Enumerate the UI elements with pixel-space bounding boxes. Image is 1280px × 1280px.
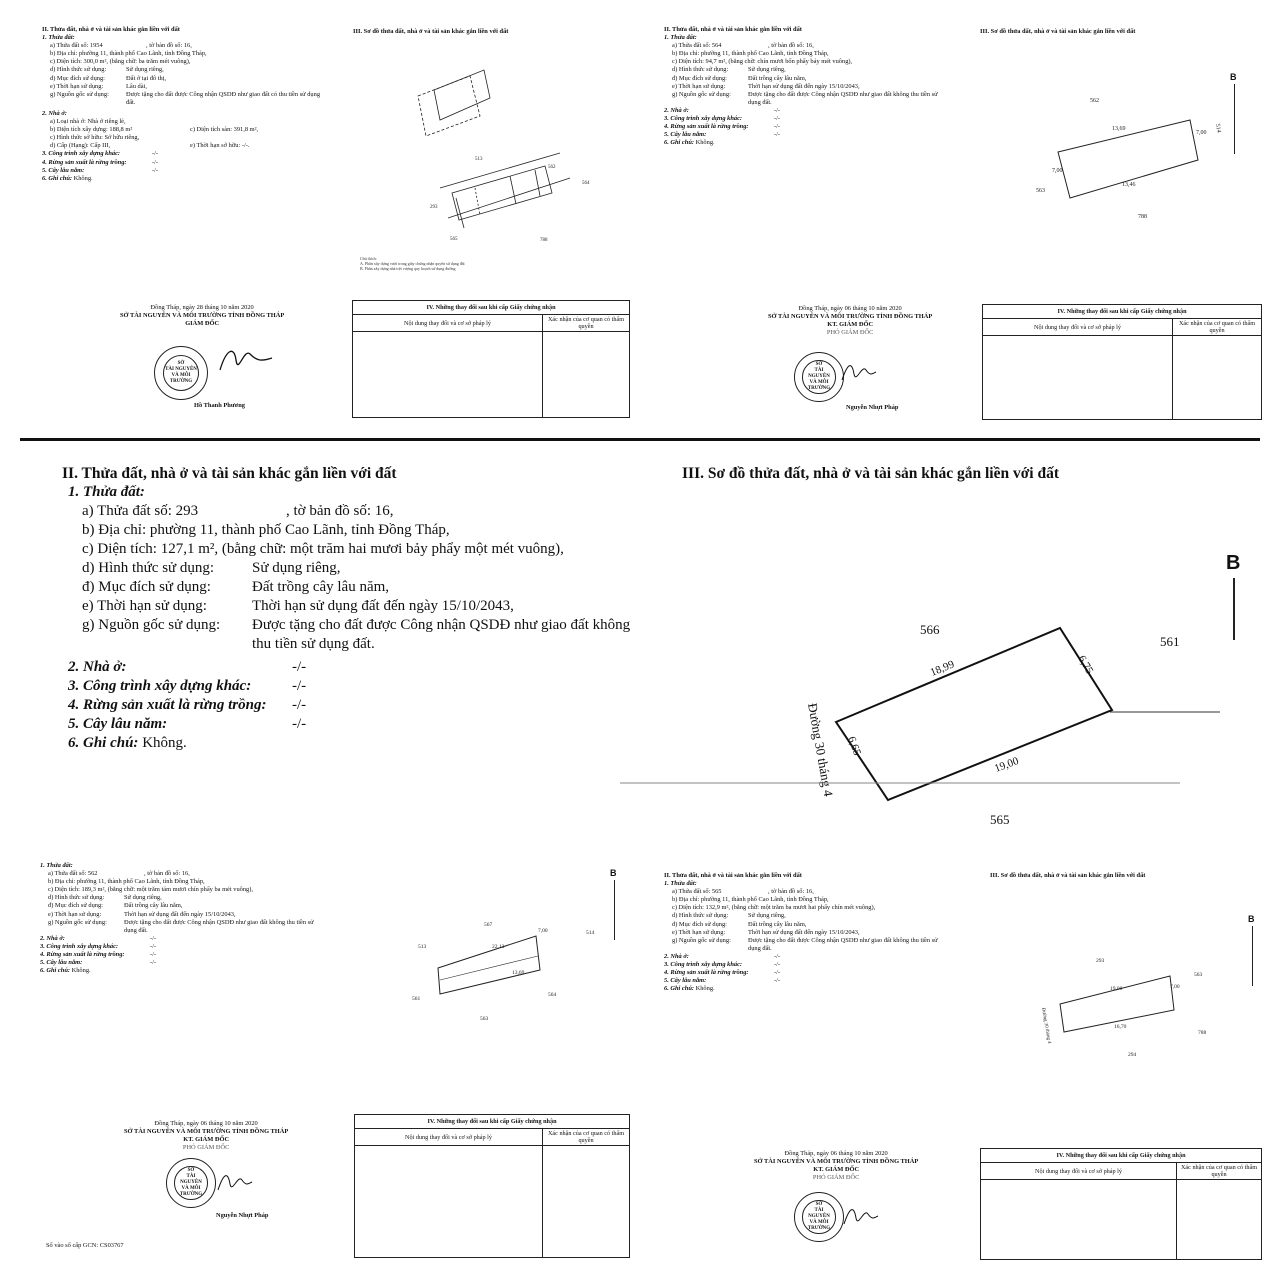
- certificate-293: II. Thửa đất, nhà ở và tài sản khác gắn …: [20, 444, 1262, 848]
- svg-text:567: 567: [484, 922, 493, 928]
- signature-mark: [217, 1175, 253, 1191]
- plan-label-513: 513: [475, 157, 483, 162]
- svg-text:563: 563: [1194, 972, 1203, 978]
- signer-name: Hồ Thanh Phương: [194, 402, 245, 409]
- svg-text:6,65: 6,65: [845, 735, 863, 758]
- signature-mark: [219, 350, 273, 371]
- changes-table: IV. Những thay đổi sau khi cấp Giấy chứn…: [980, 1148, 1262, 1260]
- svg-text:294: 294: [1128, 1052, 1137, 1058]
- svg-text:566: 566: [920, 622, 940, 637]
- svg-text:563: 563: [1036, 188, 1045, 194]
- plan-label-788: 788: [540, 238, 548, 243]
- serial-number: Số vào sổ cấp GCN: CS03767: [46, 1242, 124, 1249]
- signature-block: Đồng Tháp, ngày 28 tháng 10 năm 2020 SỞ …: [120, 304, 285, 327]
- svg-text:562: 562: [1090, 98, 1099, 104]
- certificate-1954: II. Thửa đất, nhà ở và tài sản khác gắn …: [20, 18, 632, 420]
- item-land: 1. Thửa đất:: [42, 34, 75, 42]
- land-plan-1954: 513 562 564 293 565 788: [417, 69, 590, 243]
- certificate-562: 1. Thửa đất: a) Thửa đất số: 562, tờ bản…: [20, 858, 632, 1262]
- svg-text:Đường 30 tháng 4: Đường 30 tháng 4: [1040, 1007, 1051, 1044]
- svg-text:513: 513: [418, 944, 427, 950]
- svg-text:19,00: 19,00: [1110, 986, 1123, 992]
- plan-label-293: 293: [430, 205, 438, 210]
- north-arrow: B: [610, 868, 617, 878]
- land-info-1954: II. Thửa đất, nhà ở và tài sản khác gắn …: [42, 26, 342, 183]
- svg-text:565: 565: [990, 812, 1010, 827]
- north-arrow: B: [1226, 552, 1241, 574]
- signature-mark: [841, 365, 877, 381]
- svg-text:561: 561: [412, 996, 421, 1002]
- svg-text:561: 561: [1160, 634, 1180, 649]
- svg-text:564: 564: [548, 992, 557, 998]
- svg-text:7,00: 7,00: [1052, 168, 1063, 174]
- svg-text:13,46: 13,46: [1122, 182, 1136, 188]
- svg-text:293: 293: [1096, 958, 1105, 964]
- svg-text:514: 514: [586, 930, 595, 936]
- certificate-564: II. Thửa đất, nhà ở và tài sản khác gắn …: [650, 18, 1262, 420]
- plan-label-565: 565: [450, 237, 458, 242]
- svg-text:22,13: 22,13: [492, 944, 505, 950]
- land-plan-293: 566 561 565 18,99 6,75 6,65 19,00 Đường …: [805, 622, 1220, 827]
- changes-table: IV. Những thay đổi sau khi cấp Giấy chứn…: [352, 300, 630, 418]
- svg-text:7,00: 7,00: [538, 928, 548, 934]
- section-3-title: III. Sơ đồ thửa đất, nhà ở và tài sản kh…: [682, 465, 1060, 482]
- north-arrow: B: [1230, 72, 1237, 82]
- land-plan-562: 567 513 514 561 564 563 22,13 13,69 7,00: [412, 922, 595, 1022]
- svg-text:563: 563: [480, 1016, 489, 1022]
- plan-label-564: 564: [582, 181, 590, 186]
- changes-table: IV. Những thay đổi sau khi cấp Giấy chứn…: [982, 304, 1262, 420]
- section-2-title: II. Thửa đất, nhà ở và tài sản khác gắn …: [42, 26, 180, 33]
- signature-mark: [843, 1209, 879, 1225]
- land-plan-564: 562 514 563 788 13,69 7,00 13,46 7,00: [1036, 98, 1222, 220]
- section-2-title: II. Thửa đất, nhà ở và tài sản khác gắn …: [62, 465, 397, 482]
- certificate-565: II. Thửa đất, nhà ở và tài sản khác gắn …: [650, 858, 1262, 1262]
- section-3-title: III. Sơ đồ thửa đất, nhà ở và tài sản kh…: [353, 28, 509, 35]
- svg-text:16,70: 16,70: [1114, 1024, 1127, 1030]
- changes-table: IV. Những thay đổi sau khi cấp Giấy chứn…: [354, 1114, 630, 1258]
- north-arrow: B: [1248, 914, 1255, 924]
- svg-text:18,99: 18,99: [929, 658, 957, 679]
- svg-text:7,00: 7,00: [1170, 984, 1180, 990]
- svg-text:6,75: 6,75: [1075, 654, 1095, 677]
- svg-text:514: 514: [1214, 123, 1221, 133]
- plan-label-562: 562: [548, 165, 556, 170]
- svg-text:788: 788: [1198, 1030, 1207, 1036]
- svg-text:788: 788: [1138, 214, 1147, 220]
- land-plan-565: 293 563 788 294 19,00 16,70 7,00 Đường 3…: [1040, 958, 1207, 1058]
- svg-text:13,69: 13,69: [1112, 126, 1126, 132]
- svg-text:13,69: 13,69: [512, 970, 525, 976]
- svg-text:7,00: 7,00: [1196, 130, 1207, 136]
- svg-text:19,00: 19,00: [993, 755, 1021, 775]
